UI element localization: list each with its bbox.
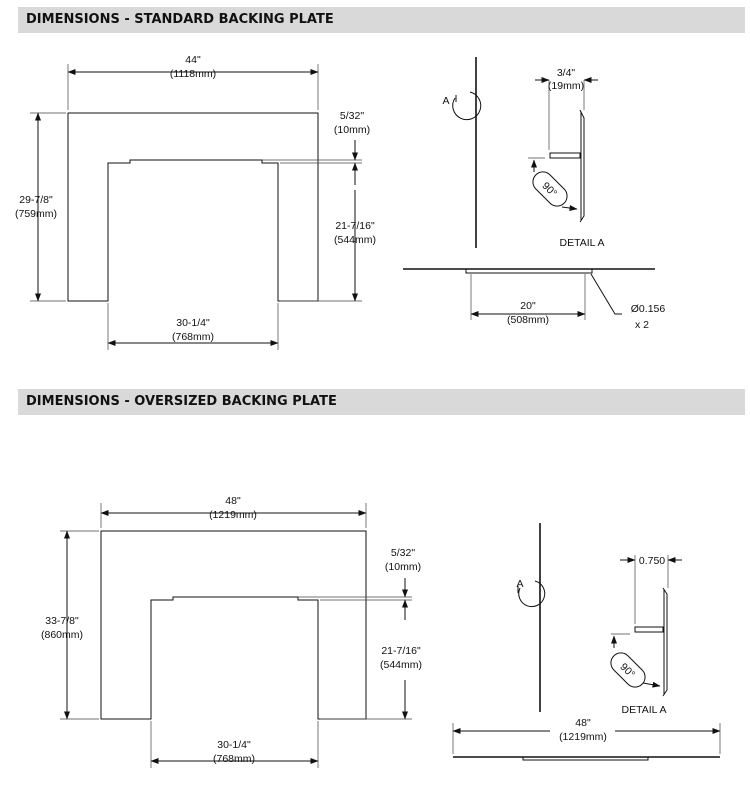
height-label: 33-7/8" [45, 615, 79, 627]
bottom-width-mm-label: (1219mm) [559, 731, 607, 743]
inner-width-mm-label: (768mm) [172, 331, 214, 343]
hole-spacing-label: 20" [520, 300, 536, 312]
step-mm-label: (10mm) [334, 124, 370, 136]
detail-label: DETAIL A [560, 237, 605, 249]
angle-label: 90° [617, 661, 637, 681]
bracket-label: 0.750 [639, 555, 665, 567]
callout-label: A [516, 578, 523, 590]
inner-height-mm-label: (544mm) [334, 234, 376, 246]
angle-label: 90° [539, 180, 559, 200]
inner-height-mm-label: (544mm) [380, 659, 422, 671]
inner-height-label: 21-7/16" [381, 645, 421, 657]
hole-spacing-mm-label: (508mm) [507, 314, 549, 326]
bracket-mm-label: (19mm) [548, 80, 584, 92]
step-label: 5/32" [340, 110, 364, 122]
standard-plate-bottom-view: 20" (508mm) Ø0.156 x 2 [403, 268, 666, 331]
inner-height-label: 21-7/16" [335, 220, 375, 232]
step-mm-label: (10mm) [385, 561, 421, 573]
oversized-plate-front-view: 48" (1219mm) 33-7/8" (860mm) 5/32" (10mm… [41, 495, 422, 768]
height-label: 29-7/8" [19, 194, 53, 206]
height-mm-label: (860mm) [41, 629, 83, 641]
inner-width-label: 30-1/4" [217, 739, 251, 751]
width-mm-label: (1118mm) [170, 68, 216, 80]
step-label: 5/32" [391, 547, 415, 559]
hole-diameter-label: Ø0.156 [631, 303, 666, 315]
width-label: 48" [225, 495, 241, 507]
oversized-plate-side-view: A 0.750 90° DETAIL A [516, 523, 682, 716]
inner-width-label: 30-1/4" [176, 317, 210, 329]
section-header-oversized: DIMENSIONS - OVERSIZED BACKING PLATE [18, 389, 745, 415]
bottom-width-label: 48" [575, 717, 591, 729]
inner-width-mm-label: (768mm) [213, 753, 255, 765]
section-header-standard: DIMENSIONS - STANDARD BACKING PLATE [18, 7, 745, 33]
callout-label: A [442, 95, 449, 107]
standard-plate-side-view: A 3/4" (19mm) 90° DETAIL A [442, 57, 604, 249]
oversized-plate-bottom-view: 48" (1219mm) [452, 717, 721, 761]
width-mm-label: (1219mm) [209, 509, 257, 521]
standard-plate-front-view: 44" (1118mm) 29-7/8" (759mm) 5/32" (10mm… [15, 54, 376, 350]
bracket-label: 3/4" [557, 67, 576, 79]
width-label: 44" [185, 54, 201, 66]
hole-count-label: x 2 [635, 319, 649, 331]
detail-label: DETAIL A [622, 704, 667, 716]
height-mm-label: (759mm) [15, 208, 57, 220]
